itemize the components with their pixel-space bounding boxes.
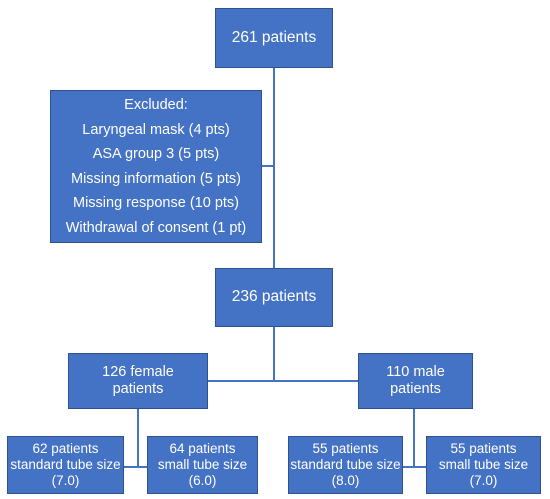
box-included-line-1: 236 patients [231,288,317,306]
box-female-small-line-3: (6.0) [188,472,217,488]
box-excluded: Excluded: Laryngeal mask (4 pts) ASA gro… [50,90,262,243]
excluded-reason-asa-group: ASA group 3 (5 pts) [92,146,220,162]
box-total-line-1: 261 patients [231,28,317,46]
box-male-standard-line-1: 55 patients [312,441,379,457]
box-male-standard-tube: 55 patients standard tube size (8.0) [288,436,403,494]
box-female-small-tube: 64 patients small tube size (6.0) [147,436,258,494]
excluded-reason-missing-response: Missing response (10 pts) [72,195,239,211]
box-male-small-line-2: small tube size [438,457,529,473]
box-male-patients: 110 male patients [358,353,473,409]
excluded-reason-withdrawal: Withdrawal of consent (1 pt) [65,219,247,236]
box-male-small-tube: 55 patients small tube size (7.0) [426,436,541,494]
box-female-small-line-1: 64 patients [169,441,236,457]
box-total-patients: 261 patients [215,8,333,68]
box-female-line-1: 126 female [102,363,174,380]
box-male-line-1: 110 male [386,363,445,380]
box-included-patients: 236 patients [215,268,333,327]
excluded-reason-missing-information: Missing information (5 pts) [70,170,242,187]
box-female-standard-line-2: standard tube size [10,457,121,473]
excluded-heading: Excluded: [124,97,188,113]
box-male-standard-line-2: standard tube size [290,457,401,473]
box-female-standard-line-1: 62 patients [32,441,99,457]
box-female-small-line-2: small tube size [157,457,248,473]
box-female-line-2: patients [112,381,164,397]
box-female-patients: 126 female patients [68,353,208,409]
box-male-small-line-3: (7.0) [469,472,498,488]
box-female-standard-tube: 62 patients standard tube size (7.0) [7,436,124,494]
box-male-standard-line-3: (8.0) [331,472,360,488]
box-male-line-2: patients [390,381,441,397]
box-male-small-line-1: 55 patients [450,441,517,457]
box-female-standard-line-3: (7.0) [51,472,80,488]
excluded-reason-laryngeal-mask: Laryngeal mask (4 pts) [82,121,230,138]
